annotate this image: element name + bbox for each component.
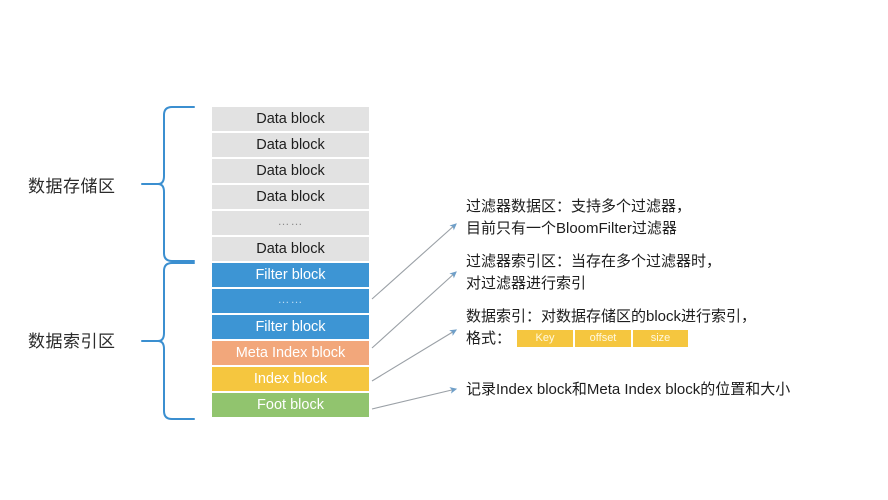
annotation-filter-data-line2: 目前只有一个BloomFilter过滤器 (466, 219, 677, 237)
arrow-to-foot (371, 387, 458, 410)
block-data-1[interactable]: Data block (212, 107, 369, 131)
sstable-block-stack: Data block Data block Data block Data bl… (212, 107, 369, 419)
format-cell-size: size (650, 331, 671, 344)
format-cell-key: Key (517, 330, 576, 348)
annotation-data-index-line1: 数据索引：对数据存储区的block进行索引， (466, 308, 757, 325)
annotation-data-index-region: 数据索引：对数据存储区的block进行索引， 格式： Key offset si… (466, 306, 756, 350)
format-cell-offset: offset (575, 330, 634, 348)
format-label: 格式： (466, 329, 512, 347)
annotation-filter-data-line1: 过滤器数据区：支持多个过滤器， (466, 198, 692, 215)
arrow-to-filter-index (371, 271, 457, 349)
block-filter-ellipsis: …… (212, 289, 369, 313)
arrow-to-data-index (371, 329, 458, 382)
brace-data-storage (141, 106, 195, 262)
annotation-foot-region: 记录Index block和Meta Index block的位置和大小 (466, 379, 790, 401)
block-data-4[interactable]: Data block (212, 185, 369, 209)
block-meta-index[interactable]: Meta Index block (212, 341, 369, 365)
block-data-2[interactable]: Data block (212, 133, 369, 157)
arrow-to-filter-data (371, 223, 457, 300)
index-entry-format-table: Key offset size (517, 330, 689, 348)
block-data-n[interactable]: Data block (212, 237, 369, 261)
block-index[interactable]: Index block (212, 367, 369, 391)
annotation-foot-line1: 记录Index block和Meta Index block的位置和大小 (466, 381, 791, 398)
annotation-filter-data-region: 过滤器数据区：支持多个过滤器， 目前只有一个BloomFilter过滤器 (466, 196, 691, 240)
block-data-ellipsis: …… (212, 211, 369, 235)
block-filter-n[interactable]: Filter block (212, 315, 369, 339)
block-foot[interactable]: Foot block (212, 393, 369, 417)
annotation-filter-index-region: 过滤器索引区：当存在多个过滤器时， 对过滤器进行索引 (466, 251, 721, 295)
brace-data-index (141, 262, 195, 420)
block-data-3[interactable]: Data block (212, 159, 369, 183)
annotation-filter-index-line1: 过滤器索引区：当存在多个过滤器时， (466, 253, 722, 270)
annotation-filter-index-line2: 对过滤器进行索引 (466, 274, 587, 292)
block-filter-1[interactable]: Filter block (212, 263, 369, 287)
region-label-data-index: 数据索引区 (28, 332, 116, 351)
region-label-data-storage: 数据存储区 (28, 177, 116, 196)
annotation-data-index-format-row: 格式： Key offset size (466, 328, 756, 350)
